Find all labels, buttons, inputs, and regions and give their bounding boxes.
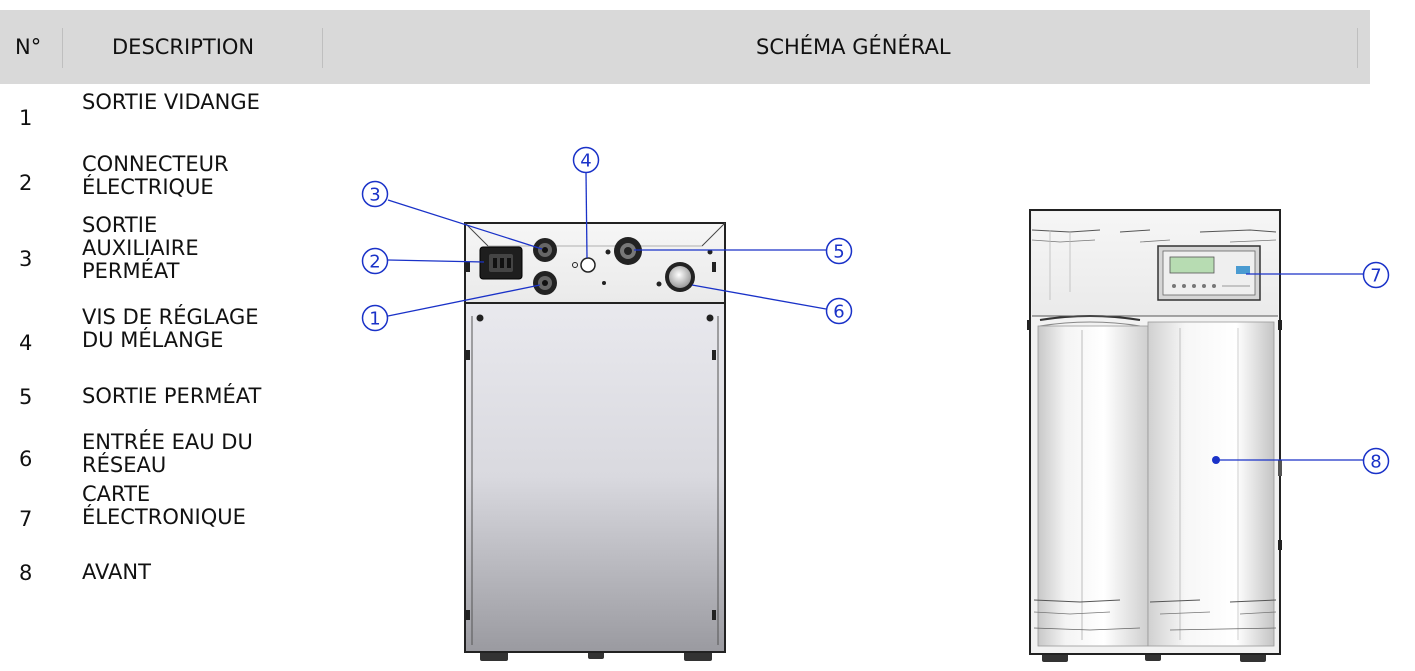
legend-description: SORTIE AUXILIAIRE PERMÉAT (82, 213, 199, 283)
legend-description: AVANT (82, 560, 151, 584)
legend-description: SORTIE PERMÉAT (82, 384, 262, 408)
header-divider (1357, 28, 1358, 68)
legend-num: 5 (19, 385, 33, 409)
callout-1: 1 (361, 304, 389, 332)
callout-2: 2 (361, 247, 389, 275)
svg-text:1: 1 (369, 309, 380, 330)
lower-panel (464, 301, 726, 653)
water-inlet (665, 262, 695, 292)
svg-text:7: 7 (1370, 266, 1381, 287)
svg-text:2: 2 (369, 252, 380, 273)
callout-3: 3 (361, 180, 389, 208)
legend-num: 7 (19, 507, 33, 531)
legend-description: ENTRÉE EAU DU RÉSEAU (82, 430, 253, 477)
legend-num: 8 (19, 561, 33, 585)
legend-num: 3 (19, 247, 33, 271)
header-schema: SCHÉMA GÉNÉRAL (756, 35, 951, 59)
callout-8: 8 (1362, 447, 1390, 475)
legend-description: CARTE ÉLECTRONIQUE (82, 482, 246, 529)
legend-num: 1 (19, 106, 33, 130)
unit-back-view (464, 222, 726, 661)
aux-permeate-outlet (533, 238, 557, 262)
header-num: N° (15, 35, 42, 59)
svg-text:8: 8 (1370, 452, 1381, 473)
callout-4: 4 (572, 146, 600, 174)
callout-6: 6 (825, 297, 853, 325)
lcd-screen (1169, 256, 1215, 274)
leader-lines (387, 171, 1363, 461)
electronic-board-panel (1157, 245, 1261, 301)
header-divider (62, 28, 63, 68)
permeate-outlet (614, 237, 642, 265)
legend-description: CONNECTEUR ÉLECTRIQUE (82, 152, 229, 199)
foot (684, 651, 712, 661)
legend-num: 2 (19, 171, 33, 195)
callout-5: 5 (825, 237, 853, 265)
unit-front-view (1027, 209, 1282, 662)
header-divider (322, 28, 323, 68)
drain-outlet (533, 271, 557, 295)
svg-text:4: 4 (580, 151, 591, 172)
foot (480, 651, 508, 661)
legend-num: 4 (19, 331, 33, 355)
svg-text:3: 3 (369, 185, 380, 206)
legend-description: SORTIE VIDANGE (82, 90, 260, 114)
header-description: DESCRIPTION (112, 35, 255, 59)
legend-num: 6 (19, 447, 33, 471)
svg-text:5: 5 (833, 242, 844, 263)
table-header: N° DESCRIPTION SCHÉMA GÉNÉRAL (0, 10, 1370, 84)
callout-7: 7 (1362, 261, 1390, 289)
svg-text:6: 6 (833, 302, 844, 323)
legend-description: VIS DE RÉGLAGE DU MÉLANGE (82, 305, 259, 352)
mix-adjust-screw (580, 257, 596, 273)
